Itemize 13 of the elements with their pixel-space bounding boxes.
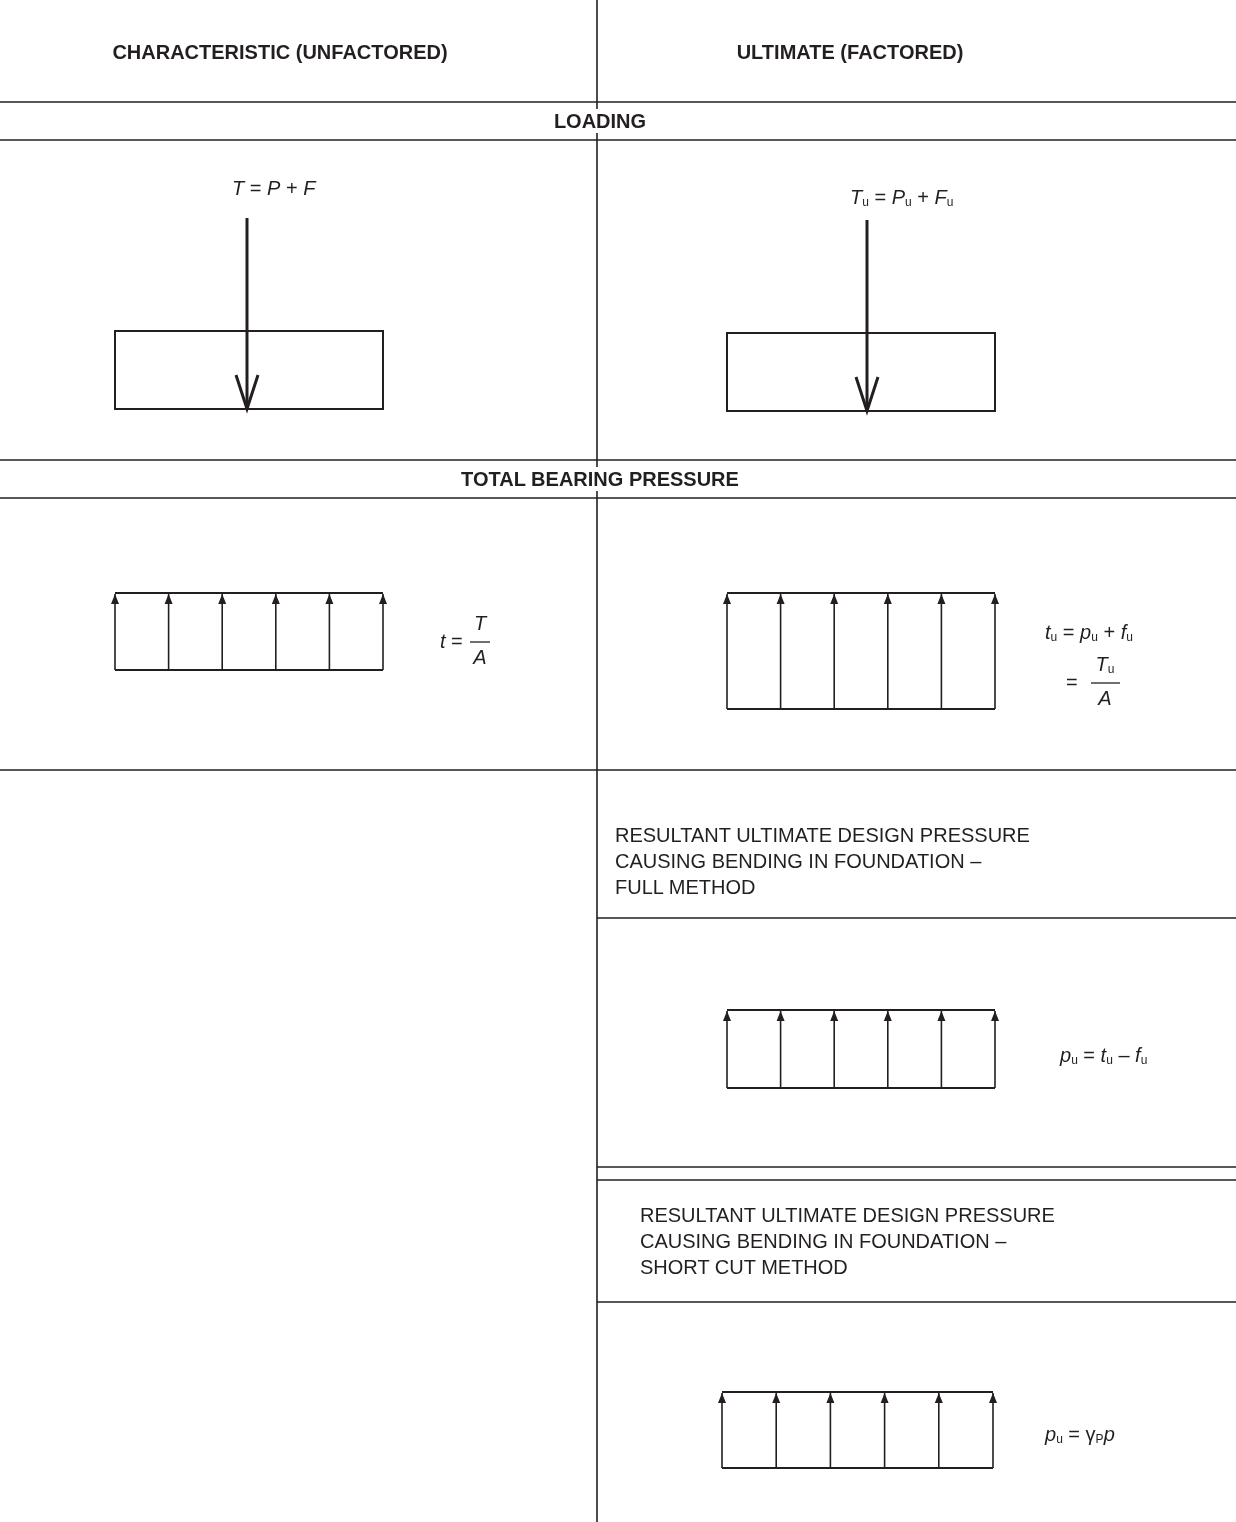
formula: = [1066, 670, 1078, 694]
formula: A [473, 645, 487, 669]
formula: T$_{u}$ = P$_{u}$ + F$_{u}$ [850, 185, 954, 210]
formula: t = [440, 629, 463, 653]
formula: T = P + F [232, 176, 316, 200]
section-heading: RESULTANT ULTIMATE DESIGN PRESSURE CAUSING BENDING IN FOUNDATION – FULL METHOD [615, 823, 1031, 900]
formula: T [473, 611, 487, 635]
formula: p$_{u}$ = t$_{u}$ – f$_{u}$ [1060, 1043, 1148, 1068]
section-heading: RESULTANT ULTIMATE DESIGN PRESSURE CAUSING BENDING IN FOUNDATION – SHORT CUT METHOD [640, 1203, 1056, 1280]
formula: T$_{u}$ [1095, 652, 1115, 677]
formula: p$_{u}$ = γ$_{P}$p [1045, 1422, 1115, 1447]
formula: A [1098, 686, 1112, 710]
formula: t$_{u}$ = p$_{u}$ + f$_{u}$ [1045, 620, 1133, 645]
